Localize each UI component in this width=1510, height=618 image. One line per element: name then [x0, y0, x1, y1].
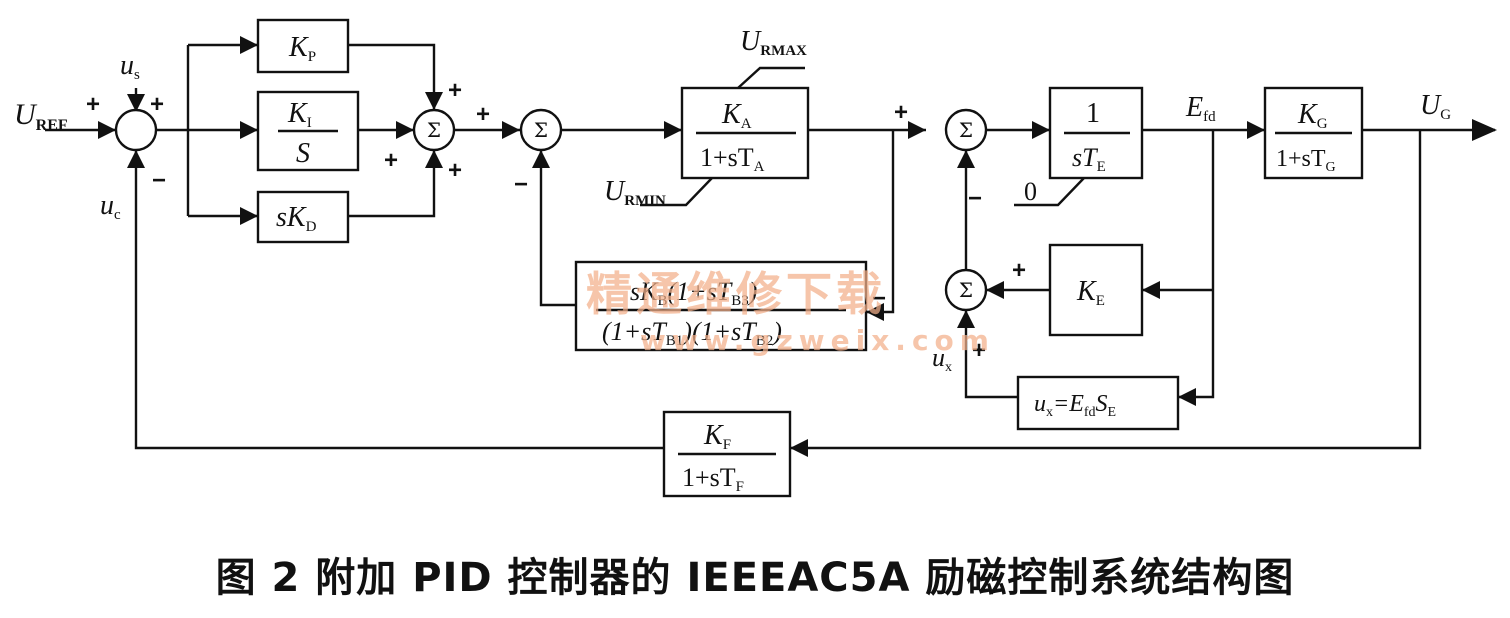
sign-sum5-ux-plus: + [972, 337, 986, 364]
label-us: us [120, 50, 140, 83]
wire-kb-out [539, 150, 576, 307]
sign-kd-plus: + [448, 157, 462, 184]
wire-kd-out [348, 150, 436, 218]
block-ka-den: 1+sTA [700, 143, 765, 175]
arrow-into-kf [790, 439, 808, 457]
junction-signs: + + − + + + + − + − + + − [86, 77, 1026, 364]
block-te-num: 1 [1086, 98, 1100, 129]
label-uref: UREF [14, 98, 68, 134]
block-kd-label: sKD [276, 202, 317, 235]
label-urmin: URMIN [604, 176, 666, 209]
watermark-cn: 精通维修下载 [586, 267, 886, 321]
block-ke [1048, 243, 1144, 337]
sign-kp-plus: + [448, 77, 462, 104]
arrow-ki-into-sum2 [396, 121, 414, 139]
sign-sum4-plus: + [894, 99, 908, 126]
arrow-into-ke [1142, 281, 1160, 299]
summing-junction-reference [114, 108, 158, 152]
wire-kf-out [134, 150, 664, 450]
block-kp [256, 18, 350, 74]
block-ki-den: S [296, 138, 310, 169]
block-kp-label: KP [288, 32, 316, 65]
sign-sum3-plus: + [476, 101, 490, 128]
sign-uref-plus: + [86, 91, 100, 118]
block-kg-num: KG [1297, 99, 1328, 132]
block-kd [256, 190, 350, 244]
block-saturation-label: ux=EfdSE [1034, 391, 1116, 420]
block-kb-num: sKB(1+sTB3) [630, 277, 757, 309]
block-ke-label: KE [1076, 276, 1105, 309]
sign-ki-plus: + [384, 147, 398, 174]
label-ug: UG [1420, 90, 1451, 123]
arrow-uc-into-sum1 [127, 150, 145, 168]
sign-sum5-ke-plus: + [1012, 257, 1026, 284]
arrow-into-sum1 [98, 121, 116, 139]
label-urmax: URMAX [740, 26, 807, 59]
arrow-ke-into-sum5 [986, 281, 1004, 299]
wire-kp-out [348, 43, 436, 110]
block-te-den: sTE [1072, 143, 1106, 175]
block-kb [574, 260, 868, 352]
sign-kb-minus: − [872, 285, 886, 312]
label-zero-limit: 0 [1024, 177, 1037, 206]
summing-junction-pid [412, 108, 456, 152]
block-saturation [1016, 375, 1180, 431]
sigma-symbol-exciter: Σ [959, 118, 973, 142]
arrow-into-ka [664, 121, 682, 139]
summing-junction-saturation [944, 268, 988, 312]
label-uc: uc [100, 190, 121, 223]
sigma-symbol-regulator: Σ [534, 118, 548, 142]
block-ki-num: KI [287, 98, 312, 131]
summing-junction-regulator [519, 108, 563, 152]
arrow-kp-into-sum2 [425, 92, 443, 110]
transfer-blocks: KP KI S sKD KA 1+sTA 1 sTE KG 1+sTG KE u… [256, 18, 1364, 498]
label-ux: ux [932, 343, 952, 375]
wire-efd-tap [1178, 130, 1215, 399]
block-kb-den: (1+sTB1)(1+sTB2) [602, 317, 782, 349]
sign-sum3-minus: − [514, 171, 528, 198]
sign-us-plus: + [150, 91, 164, 118]
arrow-into-sat [1178, 388, 1196, 406]
signal-labels: UREF us uc URMAX URMIN 0 Efd UG ux [14, 26, 1451, 375]
sigma-symbol-saturation: Σ [959, 278, 973, 302]
arrow-into-kp [240, 36, 258, 54]
block-kf-den: 1+sTF [682, 463, 744, 495]
block-diagram: KP KI S sKD KA 1+sTA 1 sTE KG 1+sTG KE u… [14, 18, 1497, 498]
arrow-kd-into-sum2 [425, 150, 443, 168]
wire-sat-out [964, 310, 1018, 399]
arrow-into-sum4 [908, 121, 926, 139]
zero-limit-leader [1014, 177, 1085, 207]
arrow-into-te [1032, 121, 1050, 139]
limit-min-leader [640, 177, 713, 207]
block-ka-num: KA [721, 99, 752, 132]
figure-caption: 图 2 附加 PID 控制器的 IEEEAC5A 励磁控制系统结构图 [215, 555, 1295, 601]
label-efd: Efd [1185, 92, 1216, 125]
limit-max-leader [737, 66, 805, 89]
sigma-symbol-pid: Σ [427, 118, 441, 142]
arrow-into-kd [240, 207, 258, 225]
arrow-us-into-sum1 [127, 94, 145, 112]
arrow-sat-into-sum5 [957, 310, 975, 328]
arrow-into-ki [240, 121, 258, 139]
block-kg-den: 1+sTG [1276, 146, 1336, 175]
wire-ug-fb [790, 130, 1422, 450]
arrow-into-sum3 [502, 121, 520, 139]
arrow-heads [98, 36, 1497, 457]
arrow-into-kb [866, 303, 884, 321]
watermark: 精通维修下载 www.gzweix.com [586, 267, 995, 357]
arrow-into-kg [1247, 121, 1265, 139]
block-kf-num: KF [703, 420, 731, 453]
summing-junctions: Σ Σ Σ Σ [114, 108, 988, 312]
sign-sum4-minus: − [968, 185, 982, 212]
sign-uc-minus: − [152, 167, 166, 194]
watermark-url: www.gzweix.com [640, 324, 995, 357]
arrow-sum5-into-sum4 [957, 150, 975, 168]
arrow-kb-into-sum3 [532, 150, 550, 168]
arrow-ug-out [1472, 119, 1497, 141]
summing-junction-exciter [944, 108, 988, 152]
